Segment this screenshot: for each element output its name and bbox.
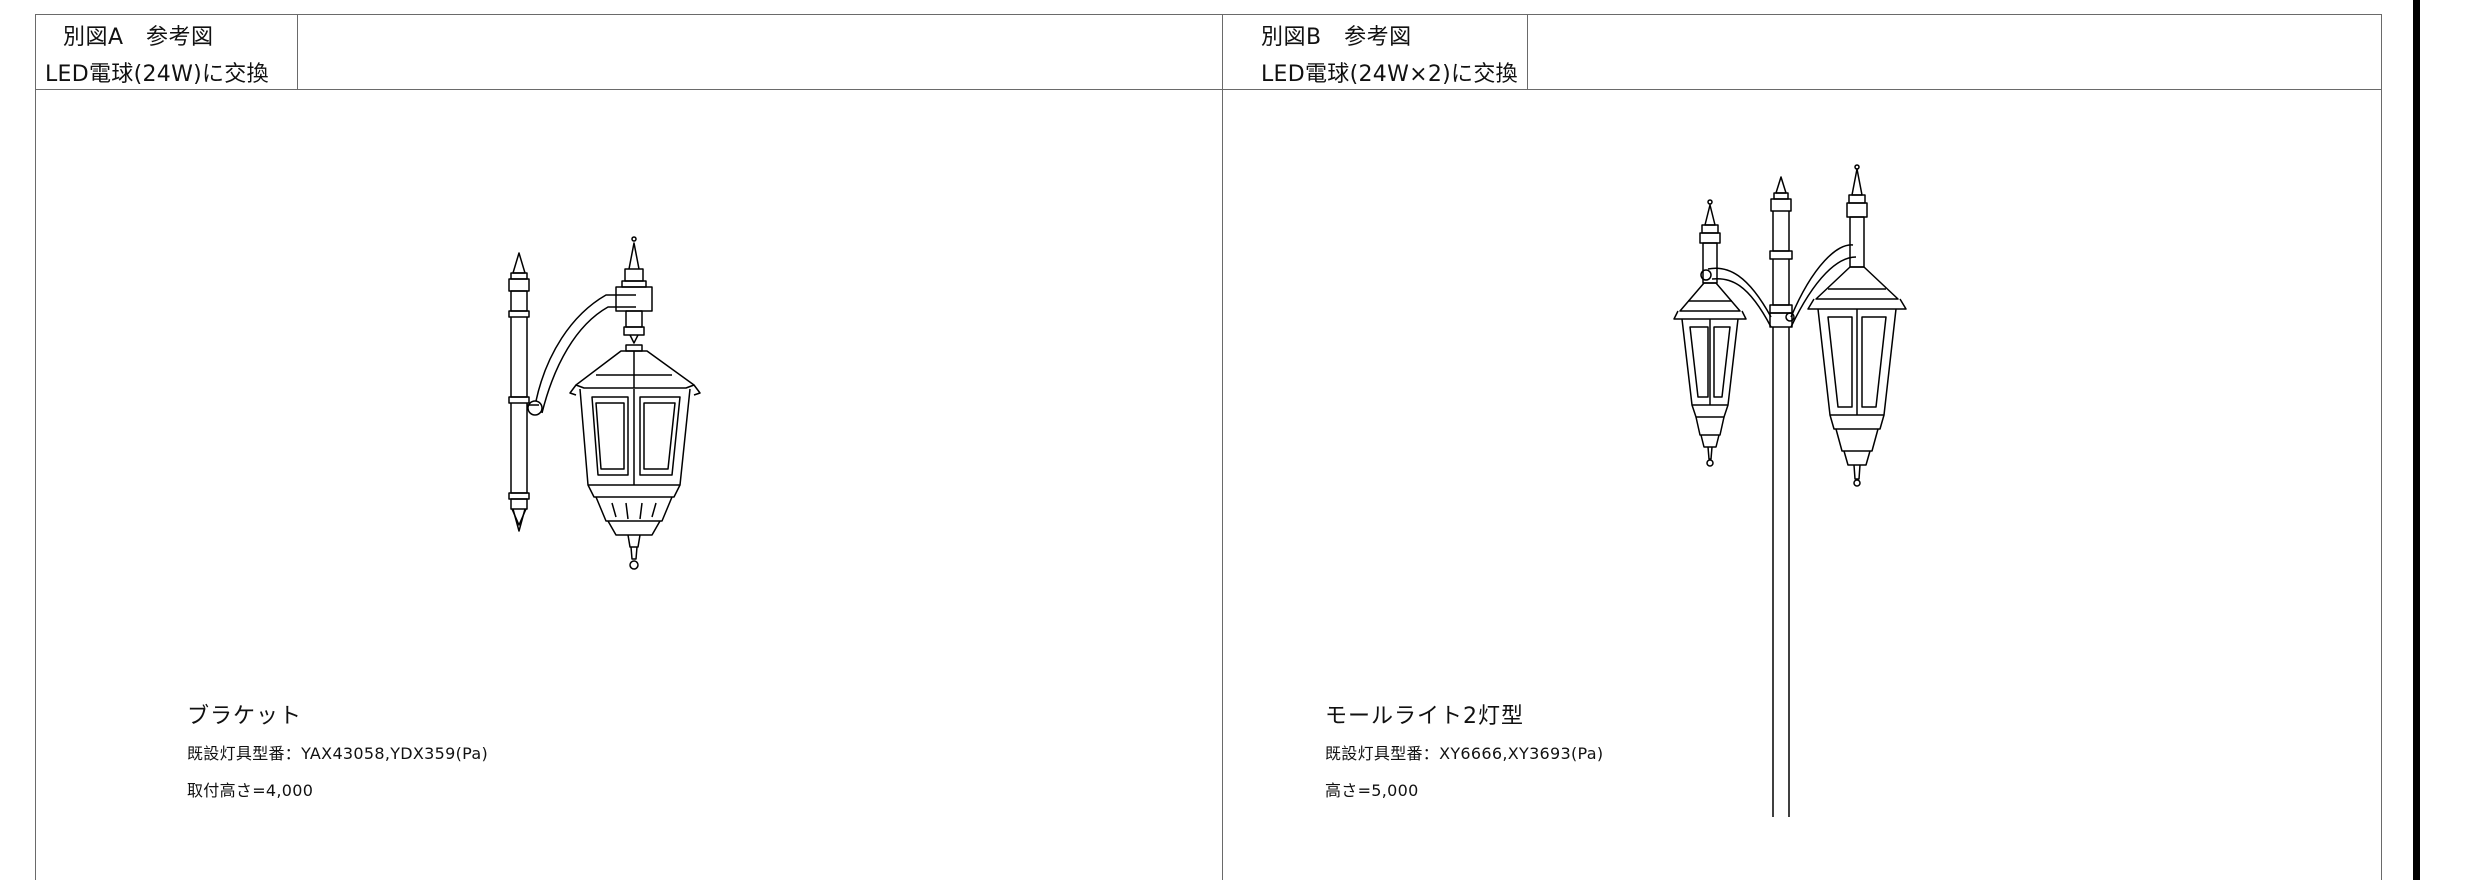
reference-panel-b: 別図B 参考図 LED電球(24W×2)に交換 bbox=[1222, 14, 2382, 880]
header-divider bbox=[1223, 89, 2381, 90]
header-subtitle: LED電球(24W×2)に交換 bbox=[1261, 62, 1518, 87]
spec-model: 既設灯具型番：XY6666,XY3693(Pa) bbox=[1325, 744, 1604, 763]
wall-bracket-lantern-icon bbox=[476, 225, 676, 625]
fixture-name: ブラケット bbox=[187, 704, 303, 729]
header-divider bbox=[36, 89, 1222, 90]
header-subtitle: LED電球(24W)に交換 bbox=[45, 62, 269, 87]
reference-panel-a: 別図A 参考図 LED電球(24W)に交換 bbox=[35, 14, 1223, 880]
header-title: 別図B 参考図 bbox=[1261, 25, 1412, 50]
fixture-name: モールライト2灯型 bbox=[1325, 704, 1524, 729]
header-title: 別図A 参考図 bbox=[63, 25, 214, 50]
spec-height: 高さ=5,000 bbox=[1325, 781, 1419, 800]
header-box: 別図B 参考図 LED電球(24W×2)に交換 bbox=[1223, 15, 1528, 90]
page-edge-bar bbox=[2413, 0, 2420, 880]
header-box: 別図A 参考図 LED電球(24W)に交換 bbox=[36, 15, 298, 90]
spec-height: 取付高さ=4,000 bbox=[187, 781, 314, 800]
twin-lantern-pole-icon bbox=[1638, 165, 1958, 805]
spec-model: 既設灯具型番：YAX43058,YDX359(Pa) bbox=[187, 744, 489, 763]
